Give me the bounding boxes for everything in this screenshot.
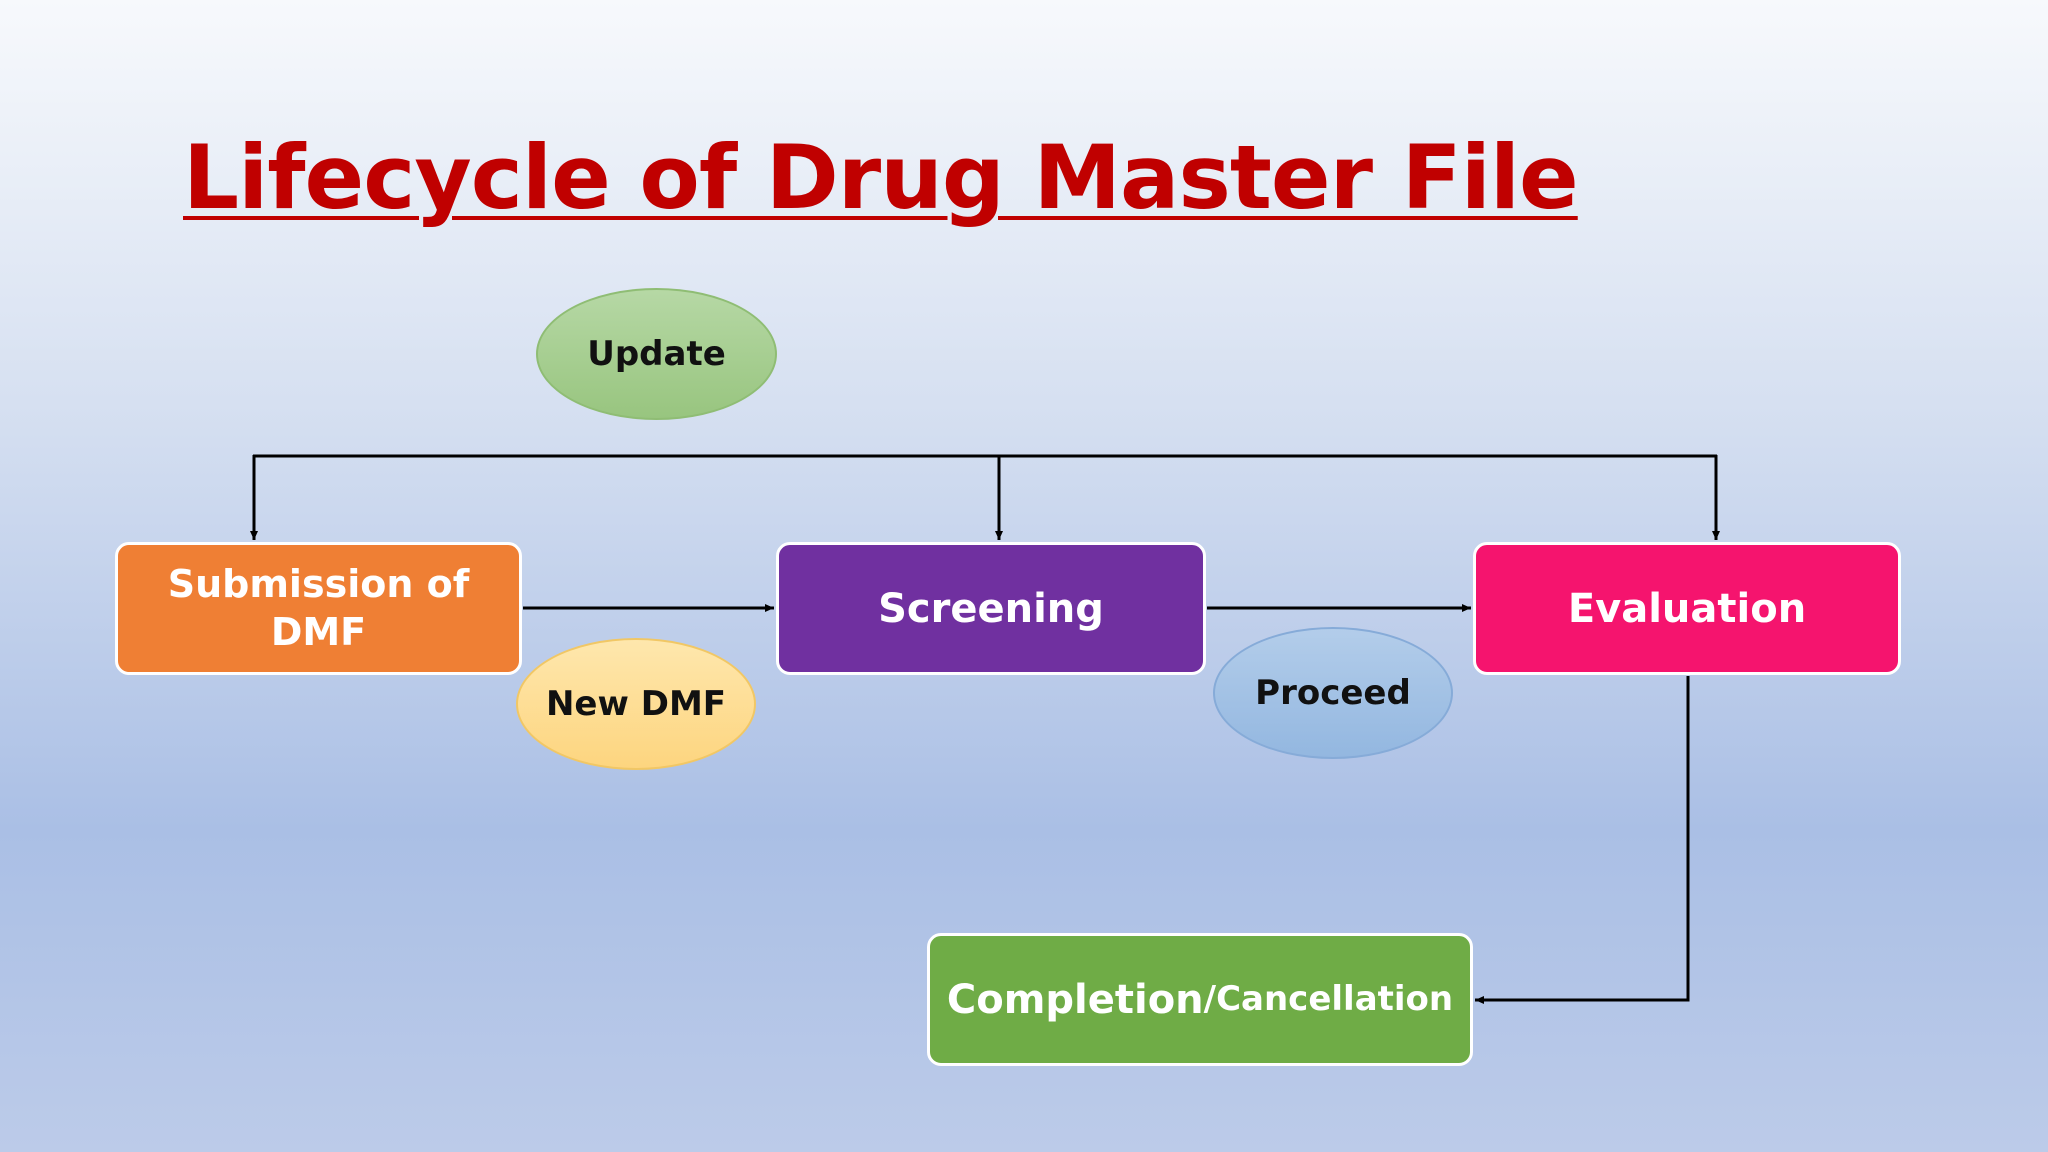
submission-of-dmf-box: Submission of DMF bbox=[115, 542, 522, 675]
proceed-label: Proceed bbox=[1255, 672, 1411, 713]
update-ellipse: Update bbox=[536, 288, 777, 420]
new-dmf-label-line2: DMF bbox=[640, 683, 727, 724]
submission-label-line1: Submission of bbox=[167, 562, 470, 606]
new-dmf-ellipse: New DMF bbox=[516, 638, 756, 770]
completion-cancellation-box: Completion / Cancellation bbox=[927, 933, 1473, 1066]
completion-separator: / bbox=[1203, 979, 1217, 1020]
proceed-ellipse: Proceed bbox=[1213, 627, 1453, 759]
completion-label: Completion bbox=[946, 976, 1204, 1023]
submission-label-line2: DMF bbox=[270, 609, 367, 654]
screening-label: Screening bbox=[878, 585, 1104, 632]
evaluation-box: Evaluation bbox=[1473, 542, 1901, 675]
update-label: Update bbox=[587, 333, 726, 374]
new-dmf-label-line1: New bbox=[545, 683, 629, 724]
arrow-evaluation-to-completion bbox=[1475, 676, 1690, 1004]
evaluation-label: Evaluation bbox=[1567, 585, 1807, 632]
cancellation-label: Cancellation bbox=[1216, 979, 1454, 1020]
screening-box: Screening bbox=[776, 542, 1206, 675]
page-title: Lifecycle of Drug Master File bbox=[183, 126, 1579, 229]
